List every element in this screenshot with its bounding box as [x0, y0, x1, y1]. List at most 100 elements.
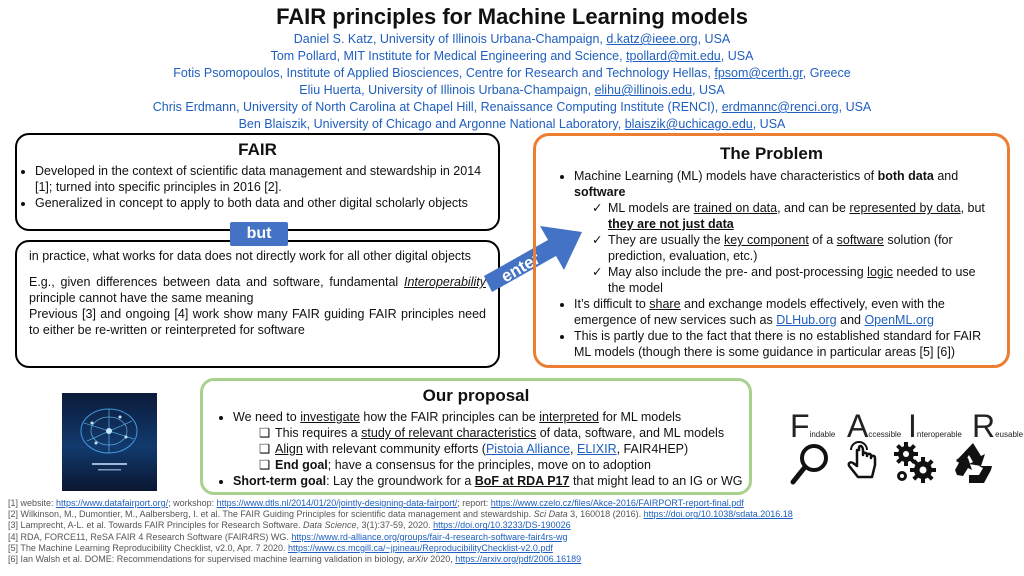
poster-title: FAIR principles for Machine Learning mod… [276, 4, 748, 29]
text-run: 2020, [427, 554, 456, 565]
letter-suffix: eusable [995, 430, 1024, 439]
underlined-text: trained on data [693, 201, 778, 215]
text-run: This requires a [275, 426, 362, 440]
practice-paragraph: Previous [3] and ongoing [4] work show m… [29, 307, 486, 337]
author-list: Daniel S. Katz, University of Illinois U… [0, 31, 1024, 133]
checkbox-icon: ❑ [259, 458, 271, 472]
bold-text: software [574, 185, 626, 199]
author-email-link[interactable]: erdmannc@renci.org [721, 100, 839, 114]
fair-letter-f: Findable [790, 408, 835, 445]
reference-link[interactable]: https://www.dtls.nl/2014/01/20/jointly-d… [216, 498, 458, 508]
text-run: Machine Learning (ML) models have charac… [574, 169, 878, 183]
fair-box: FAIR Developed in the context of scienti… [15, 133, 500, 231]
recycle-icon [955, 443, 992, 483]
reference-link[interactable]: https://doi.org/10.3233/DS-190026 [433, 520, 571, 531]
text-run: May also include the pre- and post-proce… [608, 265, 868, 279]
elixir-link[interactable]: ELIXIR [577, 442, 617, 456]
text-run: of a [808, 233, 837, 247]
letter: R [972, 408, 996, 444]
fair-box-title: FAIR [238, 140, 277, 159]
author-country: , USA [838, 100, 872, 114]
text-run: : Lay the groundwork for a [326, 474, 475, 488]
italic-text: Sci Data [533, 509, 568, 520]
dlhub-link[interactable]: DLHub.org [776, 313, 837, 327]
text-run: [5] The Machine Learning Reproducibility… [8, 542, 288, 553]
reference-link[interactable]: https://arxiv.org/pdf/2006.16189 [455, 554, 582, 565]
text-run: needed to use the model [608, 265, 976, 295]
reference-item: [6] Ian Walsh et al. DOME: Recommendatio… [8, 554, 1018, 565]
reference-link[interactable]: https://doi.org/10.1038/sdata.2016.18 [643, 509, 793, 520]
reference-link[interactable]: https://www.rd-alliance.org/groups/fair-… [291, 531, 568, 542]
author-country: , Greece [802, 66, 851, 80]
reference-link[interactable]: https://www.czelo.cz/files/Akce-2016/FAI… [490, 498, 744, 508]
proposal-bullets: We need to investigate how the FAIR prin… [203, 409, 749, 489]
text-run: , and can be [777, 201, 850, 215]
bold-underlined-text: BoF at RDA P17 [474, 474, 570, 488]
problem-title: The Problem [720, 144, 823, 163]
problem-bullet: This is partly due to the fact that ther… [574, 328, 989, 360]
text-run: of data, software, and ML models [536, 426, 725, 440]
author-line: Daniel S. Katz, University of Illinois U… [0, 31, 1024, 48]
text-run: 3, 160018 (2016). [567, 509, 644, 520]
pistoia-alliance-link[interactable]: Pistoia Alliance [485, 442, 571, 456]
text-run: , [570, 442, 577, 456]
fair-bullet: Generalized in concept to apply to both … [35, 195, 488, 211]
text-run: [6] Ian Walsh et al. DOME: Recommendatio… [8, 554, 408, 565]
checkbox-icon: ❑ [259, 426, 271, 440]
practice-content: in practice, what works for data does no… [17, 242, 498, 338]
author-email-link[interactable]: fpsom@certh.gr [714, 66, 803, 80]
problem-subbullet: ✓They are usually the key component of a… [592, 232, 989, 264]
problem-subbullet: ✓ ML models are trained on data, and can … [592, 200, 989, 232]
problem-subbullets: ✓ ML models are trained on data, and can … [574, 200, 989, 296]
proposal-subbullet: ❑This requires a study of relevant chara… [259, 425, 749, 441]
author-email-link[interactable]: blaiszik@uchicago.edu [624, 117, 753, 131]
author-email-link[interactable]: d.katz@ieee.org [606, 32, 698, 46]
proposal-subbullet: ❑Align with relevant community efforts (… [259, 441, 749, 457]
text-run: how the FAIR principles can be [359, 410, 540, 424]
checkmark-icon: ✓ [592, 265, 603, 279]
underlined-text: investigate [300, 410, 360, 424]
text-run: and exchange models effectively, even wi… [574, 297, 945, 327]
author-country: , USA [692, 83, 725, 97]
touch-hand-icon [847, 441, 877, 479]
practice-box: in practice, what works for data does no… [15, 240, 500, 368]
reference-item: [1] website: https://www.datafairport.or… [8, 498, 1018, 509]
practice-text-run: principle cannot have the same meaning [29, 291, 254, 305]
italic-text: arXiv [407, 554, 428, 565]
reference-link[interactable]: https://www.cs.mcgill.ca/~jpineau/Reprod… [288, 542, 553, 553]
problem-box: The Problem Machine Learning (ML) models… [533, 133, 1010, 368]
practice-paragraph: in practice, what works for data does no… [29, 249, 471, 263]
letter: I [908, 408, 917, 444]
brain-network-graphic [80, 408, 138, 471]
checkmark-icon: ✓ [592, 201, 603, 215]
reference-link[interactable]: https://www.datafairport.org/ [56, 498, 169, 508]
text-run: ; workshop: [168, 498, 217, 508]
text-run: and [933, 169, 959, 183]
practice-text-run: E.g., given differences between data and… [29, 275, 404, 289]
author-line: Ben Blaiszik, University of Chicago and … [0, 116, 1024, 133]
author-email-link[interactable]: tpollard@mit.edu [626, 49, 721, 63]
text-run: ML models are [608, 201, 694, 215]
reference-item: [4] RDA, FORCE11, ReSA FAIR 4 Research S… [8, 532, 1018, 543]
fair-letter-r: Reusable [972, 408, 1023, 445]
text-run: ; have a consensus for the principles, m… [327, 458, 651, 472]
practice-paragraph: E.g., given differences between data and… [29, 274, 486, 306]
openml-link[interactable]: OpenML.org [864, 313, 934, 327]
proposal-subbullet: ❑End goal; have a consensus for the prin… [259, 457, 749, 473]
letter-suffix: indable [809, 430, 836, 439]
text-run: [2] Wilkinson, M., Dumontier, M., Aalber… [8, 509, 534, 520]
problem-bullet: It’s difficult to share and exchange mod… [574, 296, 989, 328]
fair-bullets: Developed in the context of scientific d… [17, 163, 498, 211]
gears-icon [894, 442, 936, 483]
text-run: They are usually the [608, 233, 725, 247]
text-run: with relevant community efforts ( [302, 442, 486, 456]
italic-text: Data Science [302, 520, 357, 531]
magnifier-icon [790, 444, 828, 485]
bold-text: both data [877, 169, 934, 183]
author-affiliation: Ben Blaiszik, University of Chicago and … [238, 117, 625, 131]
author-email-link[interactable]: elihu@illinois.edu [594, 83, 693, 97]
underlined-text: interpreted [539, 410, 599, 424]
author-affiliation: Fotis Psomopoulos, Institute of Applied … [173, 66, 715, 80]
author-line: Eliu Huerta, University of Illinois Urba… [0, 82, 1024, 99]
underlined-text: key component [724, 233, 809, 247]
